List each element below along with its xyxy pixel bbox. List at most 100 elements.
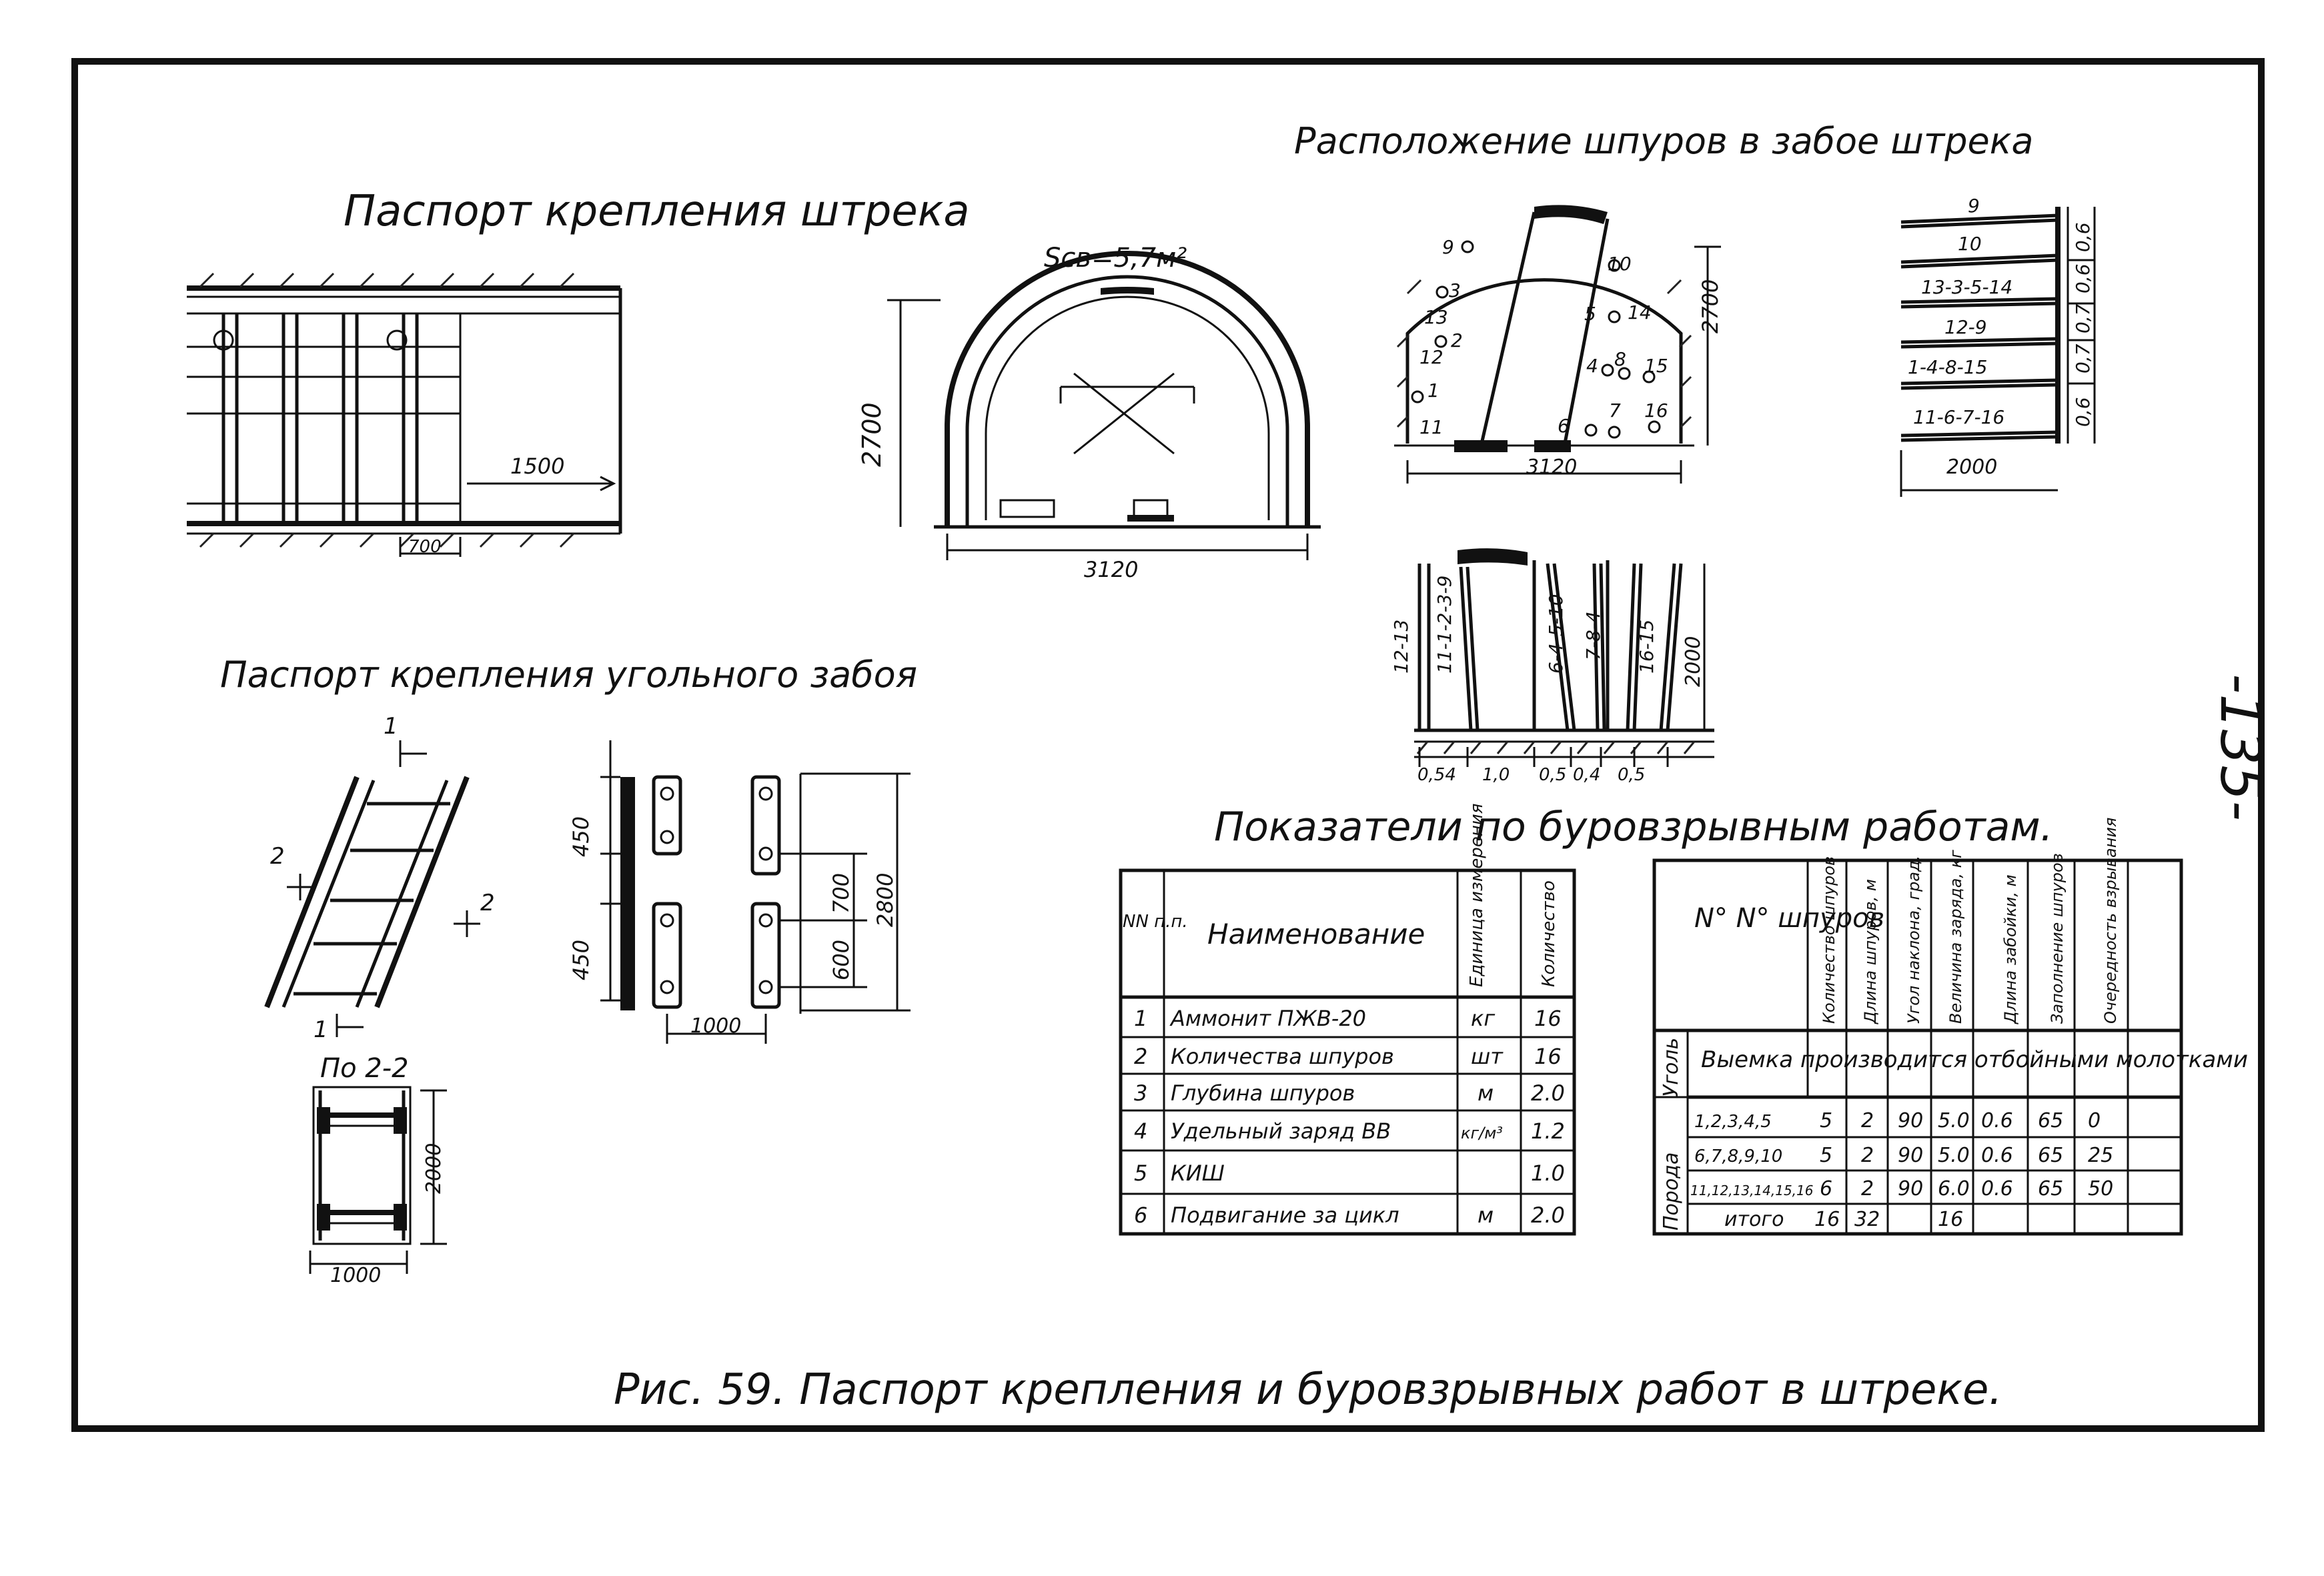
hole-2: 2	[1451, 329, 1463, 351]
side-spacing-3: 0,7	[2072, 303, 2094, 333]
t2-r2-stemming: 0.6	[1981, 1144, 2013, 1167]
plan-label-6-4-5-10: 6-4-5-10	[1545, 594, 1567, 674]
section-2-2	[309, 1086, 447, 1274]
hole-6: 6	[1558, 415, 1570, 437]
table-holes	[1652, 858, 2183, 1236]
dim-700-coal: 700	[828, 873, 854, 914]
hole-3: 3	[1449, 279, 1461, 301]
t1-r1-num: 1	[1134, 1006, 1147, 1031]
side-spacing-1: 0,6	[2072, 222, 2094, 252]
hole-1: 1	[1427, 379, 1439, 402]
t2-r1-length: 2	[1861, 1109, 1874, 1132]
drift-plan-view	[187, 272, 622, 557]
dim-600: 600	[828, 940, 854, 980]
t2-header-cols: Количество шпуров Длина шпуров, м Угол н…	[1820, 818, 2120, 1024]
t2-r2-length: 2	[1861, 1144, 1874, 1167]
t2-header-holes: N° N° шпуров	[1694, 903, 1884, 934]
hole-9: 9	[1442, 236, 1454, 258]
t2-r3-angle: 90	[1898, 1177, 1923, 1201]
section-height: 2700	[857, 402, 887, 467]
hole-11: 11	[1419, 416, 1443, 438]
t1-r5-num: 5	[1134, 1160, 1147, 1186]
hole-8: 8	[1614, 348, 1626, 370]
t2-coal-note: Выемка производится отбойными молотками	[1701, 1046, 2248, 1073]
plan-spacing-2: 1,0	[1482, 765, 1510, 785]
dim-1500: 1500	[510, 454, 564, 479]
hole-7: 7	[1609, 400, 1621, 422]
side-label-12-9: 12-9	[1944, 316, 1987, 338]
drift-cross-section	[887, 251, 1321, 560]
t2-r1-fill: 65	[2038, 1109, 2063, 1132]
t2-total-length: 32	[1854, 1208, 1880, 1231]
side-length: 2000	[1946, 456, 1997, 479]
figure-caption: Рис. 59. Паспорт крепления и буровзрывны…	[614, 1365, 2002, 1415]
t1-r6-name: Подвигание за цикл	[1171, 1203, 1399, 1228]
plan-label-7-8-4: 7-8-4	[1582, 611, 1604, 660]
t1-r2-name: Количества шпуров	[1171, 1044, 1394, 1069]
cut-marks: 1 2 2 1	[270, 713, 495, 1043]
table-general	[1119, 868, 1576, 1236]
t1-r2-unit: шт	[1471, 1044, 1504, 1069]
t1-r2-num: 2	[1134, 1044, 1147, 1069]
t1-r1-name: Аммонит ПЖВ-20	[1169, 1006, 1366, 1031]
side-label-13-3-5-14: 13-3-5-14	[1921, 276, 2012, 298]
t2-r3-fill: 65	[2038, 1177, 2063, 1201]
sec-width: 1000	[330, 1264, 381, 1287]
plan-spacing-1: 0,54	[1417, 765, 1456, 785]
t1-r5-name: КИШ	[1171, 1160, 1225, 1186]
t2-header-order: Очередность взрывания	[2101, 818, 2120, 1024]
t1-r3-qty: 2.0	[1531, 1080, 1565, 1106]
plan-label-16-15: 16-15	[1636, 620, 1658, 674]
side-label-9: 9	[1968, 195, 1980, 217]
hole-plan-view	[1414, 548, 1714, 767]
t1-header-qty: Количество	[1539, 880, 1559, 987]
side-label-1-4-8-15: 1-4-8-15	[1908, 356, 1987, 378]
hole-4: 4	[1586, 355, 1598, 377]
face-hole-labels: 9 3 13 2 12 1 11 10 5 14 4 8 15 16 6 7	[1419, 236, 1668, 438]
t2-r3-holes: 11,12,13,14,15,16	[1690, 1183, 1813, 1199]
t2-r2-count: 5	[1820, 1144, 1832, 1167]
t2-header-count: Количество шпуров	[1820, 856, 1838, 1024]
t1-r1-unit: кг	[1471, 1006, 1495, 1031]
coal-face-elevation	[600, 740, 911, 1044]
t1-header-unit: Единица измерения	[1467, 804, 1487, 987]
t1-r1-qty: 16	[1534, 1006, 1562, 1031]
sheet-frame	[71, 58, 2265, 1432]
t1-r3-unit: м	[1478, 1080, 1494, 1106]
t1-r4-qty: 1.2	[1531, 1118, 1565, 1144]
t2-header-charge: Величина заряда, кг	[1946, 850, 1965, 1024]
cut-mark-2-left: 2	[270, 843, 285, 870]
plan-spacings: 0,54 1,0 0,5 0,4 0,5	[1417, 765, 1645, 785]
hole-12: 12	[1419, 346, 1443, 368]
cut-mark-1-bottom: 1	[314, 1016, 328, 1043]
t2-header-stemming: Длина забойки, м	[2001, 874, 2020, 1024]
t2-header-fill: Заполнение шпуров	[2048, 853, 2067, 1024]
t1-header-nn: NN п.п.	[1123, 912, 1188, 932]
hole-13: 13	[1424, 306, 1448, 328]
dim-450-bottom: 450	[568, 940, 594, 980]
t2-r2-fill: 65	[2038, 1144, 2063, 1167]
t2-r3-charge: 6.0	[1938, 1177, 1970, 1201]
t1-r5-qty: 1.0	[1531, 1160, 1565, 1186]
t2-total-label: итого	[1724, 1208, 1784, 1231]
side-spacing-5: 0,6	[2072, 397, 2094, 427]
side-view-labels: 9 10 13-3-5-14 12-9 1-4-8-15 11-6-7-16	[1908, 195, 2012, 428]
coal-face-plan	[264, 740, 480, 1037]
drift-support-title: Паспорт крепления штрека	[344, 187, 970, 236]
hole-side-view	[1900, 207, 2096, 497]
t2-r2-order: 25	[2088, 1144, 2113, 1167]
dim-2800: 2800	[873, 873, 898, 927]
t2-r1-angle: 90	[1898, 1109, 1923, 1132]
dim-700: 700	[408, 537, 442, 557]
hole-5: 5	[1584, 303, 1596, 325]
t2-r1-holes: 1,2,3,4,5	[1694, 1112, 1772, 1132]
cut-mark-1-top: 1	[384, 713, 398, 740]
side-label-10: 10	[1958, 233, 1982, 255]
side-view-spacings: 0,6 0,6 0,7 0,7 0,6	[2072, 222, 2094, 427]
page-number: -135-	[2208, 674, 2273, 821]
coal-face-title: Паспорт крепления угольного забоя	[220, 654, 917, 696]
plan-spacing-4: 0,4	[1573, 765, 1600, 785]
t2-coal-label: Уголь	[1660, 1038, 1683, 1097]
t1-r3-num: 3	[1134, 1080, 1147, 1106]
section-2-2-label: По 2-2	[320, 1053, 409, 1084]
